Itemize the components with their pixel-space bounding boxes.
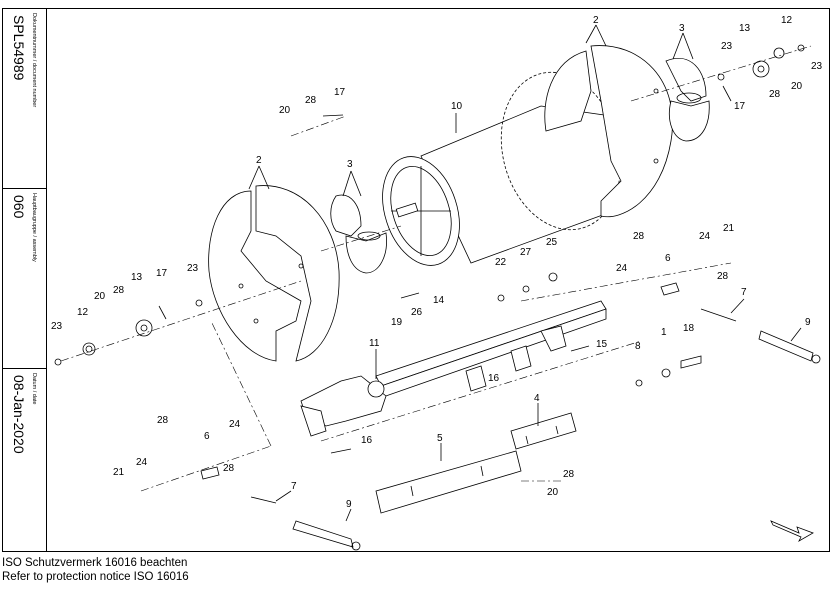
callout-23: 23 [187,263,199,274]
callout-28: 28 [223,463,235,474]
callout-28: 28 [305,95,317,106]
callout-1: 1 [661,327,667,338]
knife-part [375,412,577,514]
callout-21: 21 [723,223,735,234]
callout-4: 4 [534,393,540,404]
callout-8: 8 [635,341,641,352]
date-value: 08-Jan-2020 [11,375,27,454]
callout-5: 5 [437,433,443,444]
protection-notice-en: Refer to protection notice ISO 16016 [2,571,189,583]
callout-14: 14 [433,295,445,306]
document-number-label: Dokumentnummer / document number [31,13,37,108]
part-callouts: 2 3 13 12 23 23 28 20 17 10 20 28 17 2 3… [51,15,823,510]
callout-21: 21 [113,467,125,478]
callout-20: 20 [94,291,106,302]
date-label: Datum / date [31,373,37,405]
callout-24: 24 [699,231,711,242]
spring-part [292,330,821,551]
callout-6: 6 [665,253,671,264]
date-cell: Datum / date 08-Jan-2020 [3,369,46,551]
left-disc-part [208,185,340,362]
callout-16: 16 [361,435,373,446]
callout-26: 26 [411,307,423,318]
callout-28: 28 [717,271,729,282]
callout-11: 11 [369,338,380,349]
callout-17: 17 [156,268,168,279]
assembly-number: 060 [11,195,27,219]
right-disc-part [544,45,673,218]
callout-13: 13 [739,23,751,34]
callout-23: 23 [721,41,733,52]
title-block: Dokumentnummer / document number SPL5498… [3,9,47,551]
callout-12: 12 [77,307,89,318]
callout-17: 17 [334,87,346,98]
document-number-cell: Dokumentnummer / document number SPL5498… [3,9,46,189]
drawing-sheet: Dokumentnummer / document number SPL5498… [2,8,830,552]
callout-28: 28 [113,285,125,296]
callout-28: 28 [633,231,645,242]
assembly-cell: Hauptbaugruppe / assembly 060 [3,189,46,369]
arrow-icon [770,520,814,543]
frame-part [300,300,607,437]
callout-13: 13 [131,272,143,283]
callout-20: 20 [279,105,291,116]
callout-27: 27 [520,247,532,258]
callout-24: 24 [136,457,148,468]
callout-9: 9 [346,499,352,510]
callout-12: 12 [781,15,793,26]
callout-23: 23 [51,321,63,332]
callout-20: 20 [791,81,803,92]
callout-22: 22 [495,257,507,268]
callout-19: 19 [391,317,403,328]
callout-20: 20 [547,487,559,498]
right-plate-part [665,58,710,142]
callout-23: 23 [811,61,823,72]
callout-28: 28 [769,89,781,100]
callout-2: 2 [256,155,262,166]
callout-3: 3 [347,159,353,170]
callout-16: 16 [488,373,500,384]
exploded-assembly-drawing: 2 3 13 12 23 23 28 20 17 10 20 28 17 2 3… [51,15,823,551]
callout-28: 28 [157,415,169,426]
callout-3: 3 [679,23,685,34]
callout-2: 2 [593,15,599,26]
callout-15: 15 [596,339,608,350]
callout-10: 10 [451,101,463,112]
callout-9: 9 [805,317,811,328]
callout-24: 24 [616,263,628,274]
callout-17: 17 [734,101,746,112]
document-number: SPL54989 [11,15,27,81]
callout-6: 6 [204,431,210,442]
leader-lines [248,24,802,522]
callout-24: 24 [229,419,241,430]
protection-notice: ISO Schutzvermerk 16016 beachten Refer t… [2,556,189,584]
callout-7: 7 [291,481,297,492]
center-lines [60,45,812,492]
drum-part [382,105,642,266]
callout-7: 7 [741,287,747,298]
protection-notice-de: ISO Schutzvermerk 16016 beachten [2,557,188,569]
callout-25: 25 [546,237,558,248]
assembly-label: Hauptbaugruppe / assembly [31,193,37,262]
callout-18: 18 [683,323,695,334]
left-plate-part [330,194,387,274]
callout-28: 28 [563,469,575,480]
